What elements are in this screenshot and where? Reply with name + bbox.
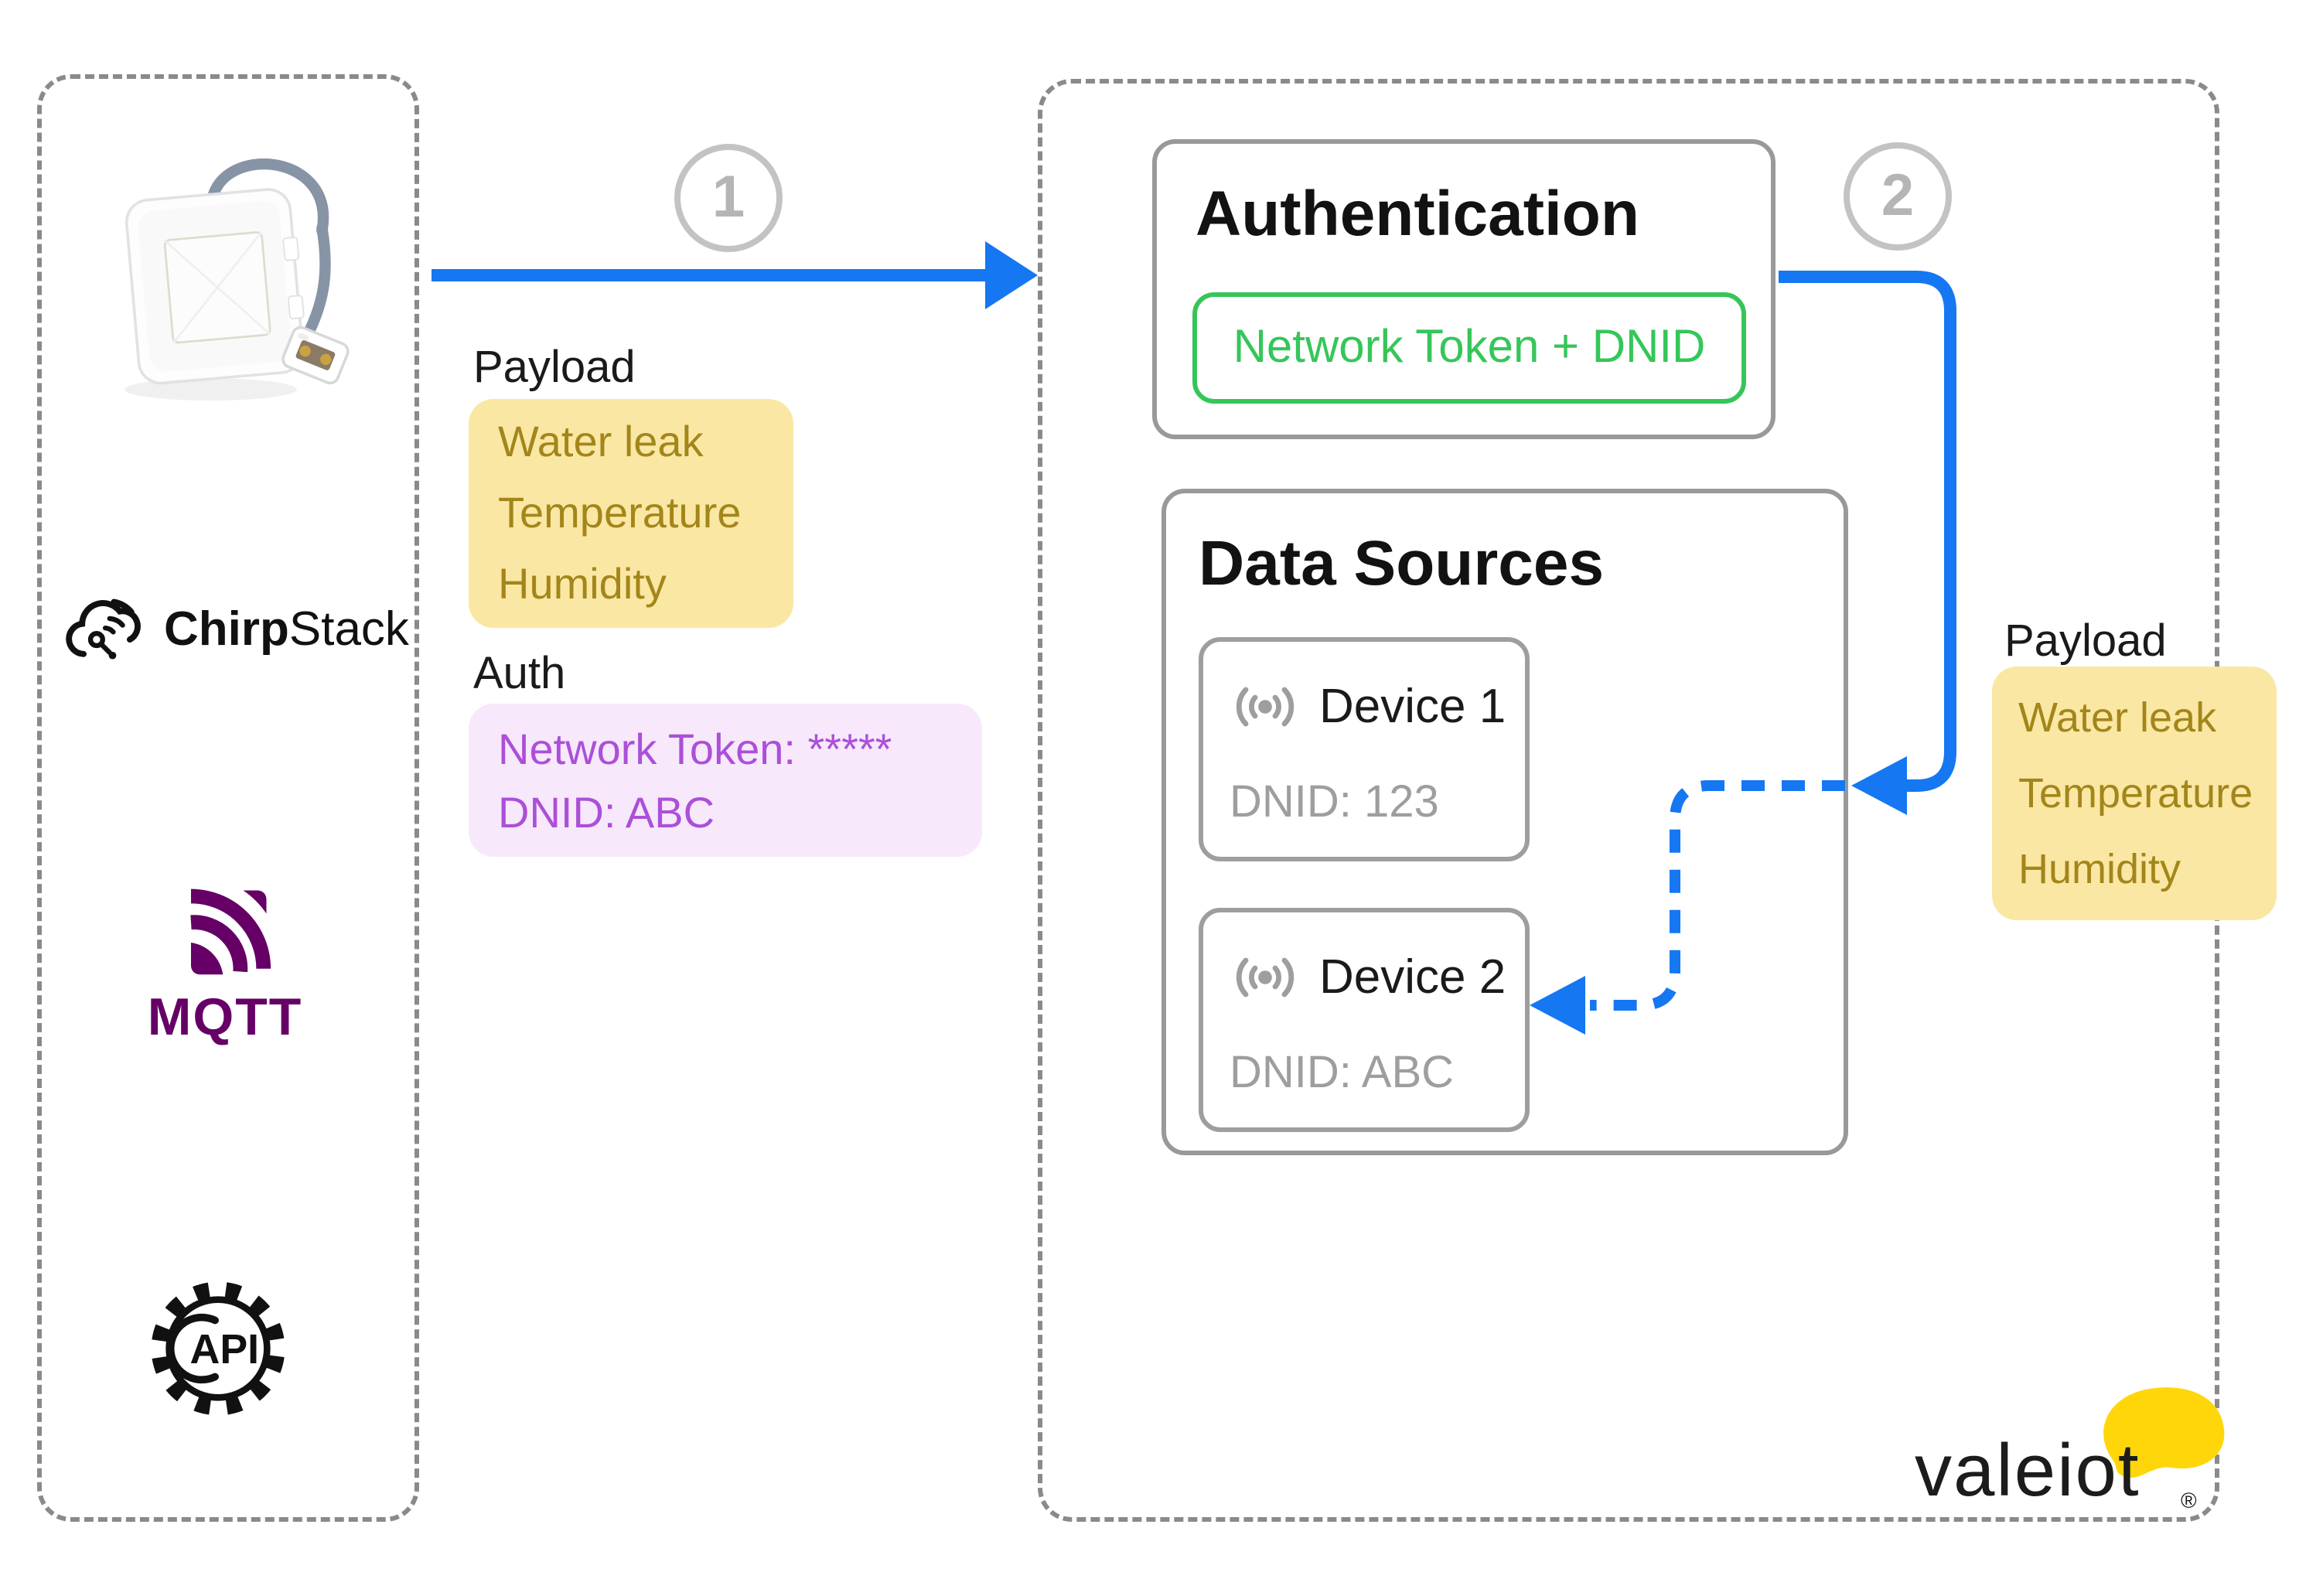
payload1-item: Temperature — [498, 489, 742, 537]
chirpstack-cloud-icon — [66, 598, 141, 660]
broadcast-icon — [1236, 957, 1295, 998]
payload1-label: Payload — [473, 343, 636, 393]
payload1-item: Humidity — [498, 560, 667, 608]
mqtt-logo: MQTT — [136, 885, 314, 1049]
payload2-label: Payload — [2004, 617, 2167, 667]
payload2-item: Humidity — [2018, 846, 2181, 892]
arrow-1-head — [985, 241, 1038, 309]
chirpstack-wordmark: ChirpStack — [164, 602, 409, 656]
step-1-badge: 1 — [674, 144, 783, 252]
device-1-card: Device 1 DNID: 123 — [1199, 637, 1530, 861]
step-2-number: 2 — [1881, 163, 1915, 228]
valeiot-logo: valeiot ® — [1915, 1387, 2255, 1540]
auth-label: Auth — [473, 650, 566, 699]
broadcast-icon — [1236, 687, 1295, 727]
api-gear-icon: API — [151, 1281, 285, 1416]
device-1-dnid: DNID: 123 — [1230, 778, 1439, 827]
payload1-box: Water leak Temperature Humidity — [469, 399, 793, 628]
auth-credentials-box: Network Token: ***** DNID: ABC — [469, 704, 982, 857]
chirpstack-logo: ChirpStack — [62, 595, 409, 663]
authentication-card: Authentication Network Token + DNID — [1152, 139, 1776, 439]
device-2-name: Device 2 — [1319, 950, 1506, 1004]
device-1-name: Device 1 — [1319, 679, 1506, 733]
valeiot-wordmark: valeiot — [1915, 1431, 2141, 1512]
mqtt-icon — [189, 888, 271, 975]
payload2-item: Temperature — [2018, 770, 2253, 817]
registered-mark: ® — [2181, 1488, 2197, 1512]
api-logo: API — [144, 1271, 292, 1434]
water-leak-sensor-photo — [124, 158, 350, 401]
authentication-title: Authentication — [1196, 178, 1639, 249]
svg-text:API: API — [190, 1326, 260, 1373]
device-2-dnid: DNID: ABC — [1230, 1049, 1455, 1098]
step-1-number: 1 — [711, 165, 745, 230]
payload1-item: Water leak — [498, 418, 704, 466]
device-2-card: Device 2 DNID: ABC — [1199, 908, 1530, 1132]
network-token-dnid-box: Network Token + DNID — [1192, 292, 1746, 404]
auth-line: Network Token: ***** — [498, 725, 892, 773]
auth-line: DNID: ABC — [498, 789, 715, 837]
valeiot-blob-icon — [2103, 1387, 2225, 1478]
mqtt-wordmark: MQTT — [147, 988, 303, 1047]
payload2-box: Water leak Temperature Humidity — [1992, 667, 2277, 920]
data-sources-title: Data Sources — [1199, 527, 1605, 598]
payload2-item: Water leak — [2018, 694, 2217, 741]
data-sources-card: Data Sources Device 1 DNID: 123 — [1162, 489, 1848, 1155]
step-2-badge: 2 — [1844, 142, 1952, 251]
